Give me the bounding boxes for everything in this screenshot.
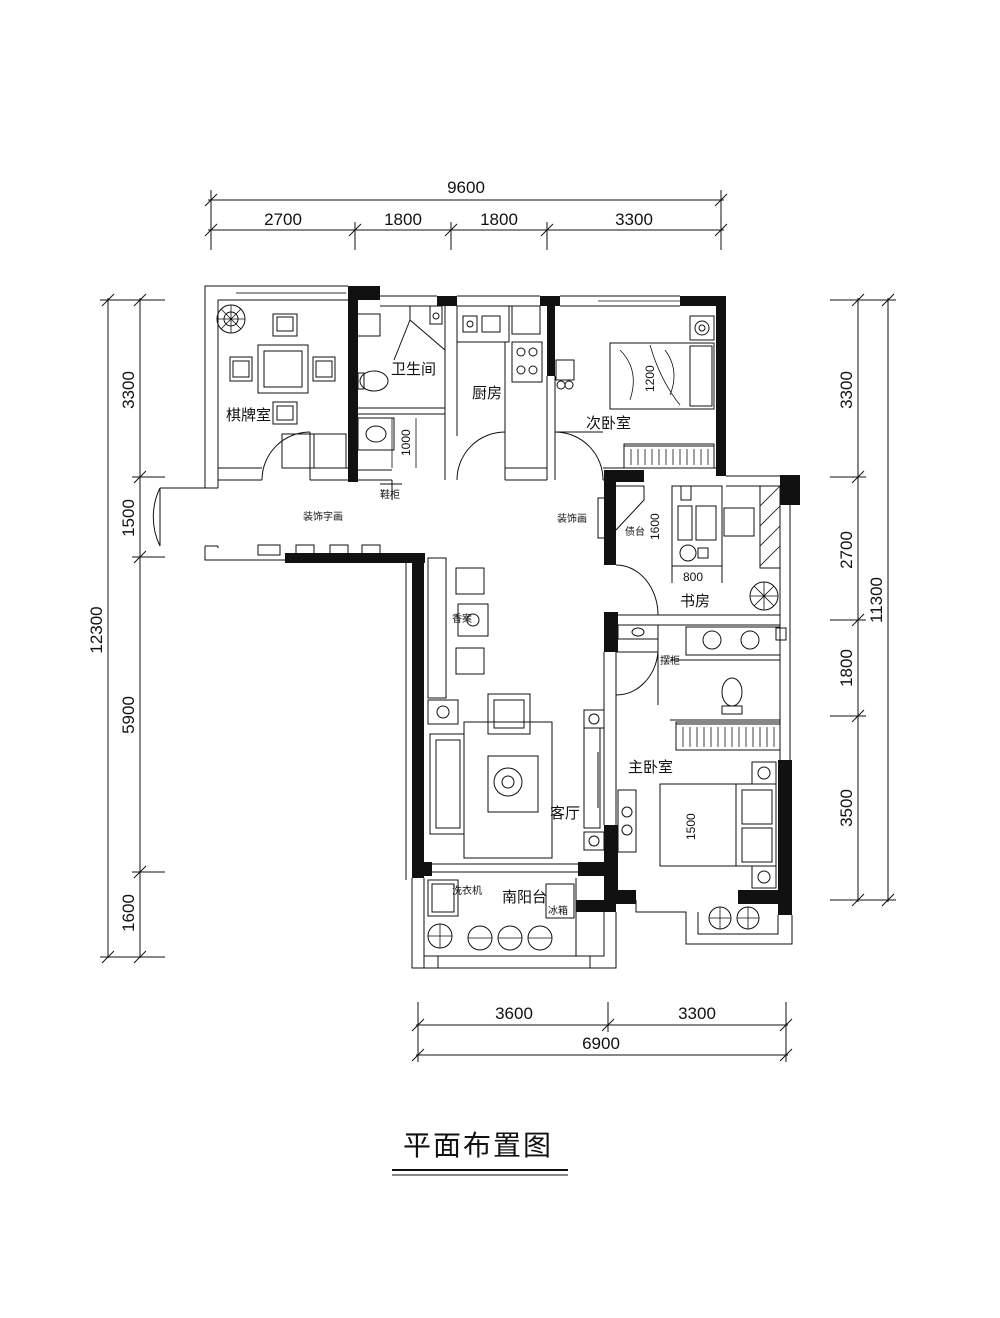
corridor-marks (257, 497, 607, 556)
dim-bottom-seg-1: 3600 (495, 1004, 533, 1023)
label-bed-master: 1500 (684, 813, 698, 840)
sofa-chess (281, 433, 347, 469)
label-deco-wall-right: 装饰画 (557, 512, 587, 525)
living-sofa-set (429, 693, 553, 859)
room-living: 客厅 (550, 804, 580, 822)
study-furniture (615, 485, 781, 611)
dim-top-seg-3: 1800 (480, 210, 518, 229)
drawing-title: 平面布置图 (403, 1129, 553, 1162)
label-desk: 债台 (625, 525, 645, 538)
dim-right-total: 11300 (867, 577, 886, 623)
dim-right-seg-1: 3300 (837, 371, 856, 409)
label-display-cabinet: 摆柜 (660, 654, 680, 667)
room-study: 书房 (680, 592, 710, 610)
master-bath-fixtures (617, 624, 787, 751)
mahjong-table (229, 313, 336, 425)
tv-cabinet-living (583, 709, 605, 851)
room-kitchen: 厨房 (472, 384, 502, 402)
dim-left-seg-3: 5900 (119, 696, 138, 734)
wardrobe-second (623, 445, 715, 469)
label-shoe-cabinet: 鞋柜 (380, 488, 400, 501)
walls (285, 286, 800, 915)
dim-left-seg-2: 1500 (119, 499, 138, 537)
dim-right-seg-4: 3500 (837, 789, 856, 827)
room-chess: 棋牌室 (226, 406, 271, 424)
dim-right-seg-2: 2700 (837, 531, 856, 569)
label-deco-wall-left: 装饰字画 (303, 510, 343, 523)
tv-cabinet-master (617, 789, 637, 853)
room-master-bedroom: 主卧室 (628, 758, 673, 776)
altar-table (427, 557, 489, 725)
kitchen-counter (456, 305, 543, 468)
label-desk-1600: 1600 (648, 513, 662, 540)
balcony-fixtures (427, 879, 575, 951)
dim-bottom-seg-2: 3300 (678, 1004, 716, 1023)
master-bed (659, 761, 777, 889)
label-bed-second: 1200 (643, 365, 657, 392)
bathroom-fixtures (357, 305, 446, 468)
dim-top-seg-4: 3300 (615, 210, 653, 229)
room-south-balcony: 南阳台 (502, 888, 547, 906)
top-dimension-lines (204, 190, 728, 250)
bottom-dimension-lines (411, 1002, 793, 1062)
left-dimension-lines (100, 293, 165, 964)
dim-left-total: 12300 (87, 606, 106, 653)
label-fridge: 冰箱 (548, 904, 568, 917)
label-altar-table: 香案 (452, 612, 472, 625)
partitions (218, 306, 780, 956)
dim-right-seg-3: 1800 (837, 649, 856, 687)
label-desk-800: 800 (683, 570, 703, 584)
plant-chess (216, 304, 246, 334)
label-cabinet-1000: 1000 (399, 429, 413, 456)
wardrobe-master (675, 723, 781, 751)
dim-top-seg-2: 1800 (384, 210, 422, 229)
dim-top-seg-1: 2700 (264, 210, 302, 229)
dim-left-seg-1: 3300 (119, 371, 138, 409)
dim-top-total: 9600 (447, 178, 485, 197)
room-second-bedroom: 次卧室 (586, 414, 631, 432)
second-bedroom-furniture (555, 315, 715, 469)
right-dimension-lines (830, 293, 896, 907)
label-washer: 洗衣机 (452, 884, 482, 897)
dim-left-seg-4: 1600 (119, 894, 138, 932)
plant-master-window (708, 906, 760, 930)
room-bathroom: 卫生间 (391, 360, 436, 378)
dim-bottom-total: 6900 (582, 1034, 620, 1053)
